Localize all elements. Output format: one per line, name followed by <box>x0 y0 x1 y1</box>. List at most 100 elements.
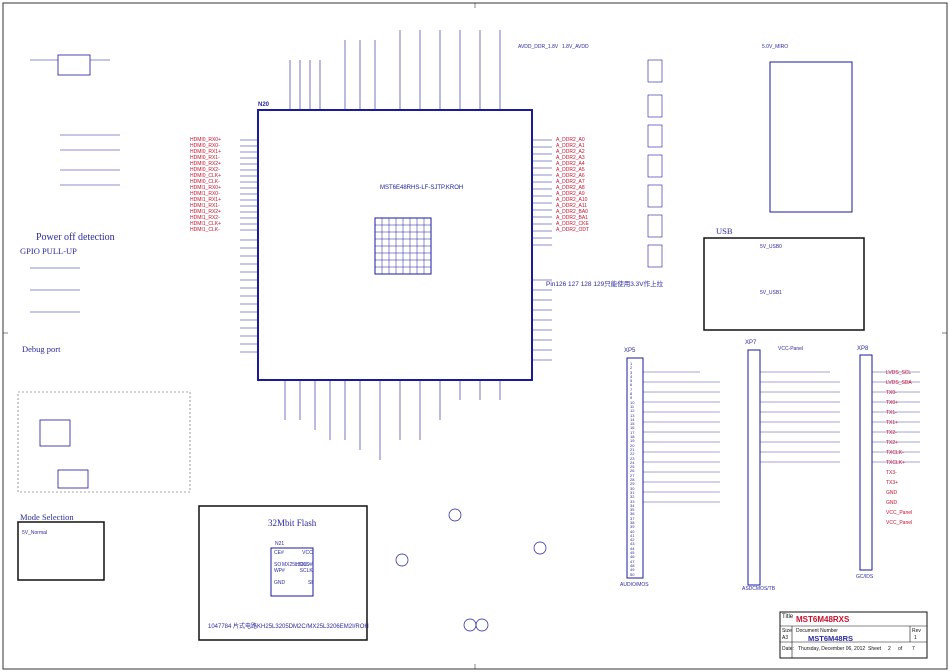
pin-number: 38 <box>630 519 635 525</box>
pin-label: GND <box>274 580 286 586</box>
debug-title: Debug port <box>22 344 61 354</box>
signal-label: A_DDR2_A2 <box>556 149 585 155</box>
ddr-power-label: AVDD_DDR_1.8V <box>518 44 559 50</box>
tb-doc-label: Document Number <box>796 628 838 634</box>
signal-label: HDMI0_RX1- <box>190 155 220 161</box>
signal-label: TX0- <box>886 390 897 396</box>
pin-label: VCC <box>302 550 313 556</box>
signal-label: TX3- <box>886 470 897 476</box>
pin-number: 7 <box>630 386 633 392</box>
signal-label: A_DDR2_A6 <box>556 173 585 179</box>
connector-xp8-label: GC/IDS <box>856 574 874 580</box>
pin-number: 15 <box>630 421 635 427</box>
pin-number: 37 <box>630 515 635 521</box>
signal-label: GND <box>886 500 898 506</box>
pin-number: 48 <box>630 562 635 568</box>
pin-number: 10 <box>630 399 635 405</box>
signal-label: HDMI0_RX1+ <box>190 149 221 155</box>
pin-label: CE# <box>274 550 284 556</box>
signal-label: A_DDR2_BA1 <box>556 215 588 221</box>
signal-label: A_DDR2_A1 <box>556 143 585 149</box>
signal-label: HDMI0_RX0+ <box>190 137 221 143</box>
usb-title: USB <box>716 226 733 236</box>
signal-label: VCC_Panel <box>886 510 913 516</box>
pin-label: HOLD# <box>296 562 313 568</box>
pin-number: 27 <box>630 472 635 478</box>
signal-label: HDMI0_RX0- <box>190 143 220 149</box>
tb-title: MST6M48RXS <box>796 615 850 624</box>
tb-of: 7 <box>912 646 915 652</box>
pin-number: 46 <box>630 554 635 560</box>
signal-label: A_DDR2_A8 <box>556 185 585 191</box>
xp5-pin-numbers: 1 2 3 4 5 6 7 8 9 10 11 12 13 14 15 16 1… <box>630 361 635 577</box>
signal-label: A_DDR2_A11 <box>556 203 588 209</box>
signal-label: GND <box>886 490 898 496</box>
pin-number: 5 <box>630 378 633 384</box>
signal-label: A_DDR2_A5 <box>556 167 585 173</box>
pin-number: 23 <box>630 455 635 461</box>
flash-ic-part: MX25L3205 <box>282 562 309 568</box>
signal-label: A_DDR2_A9 <box>556 191 585 197</box>
signal-label: A_DDR2_A10 <box>556 197 588 203</box>
signal-label: HDMI0_RX2+ <box>190 161 221 167</box>
five-normal-label: 5V_Normal <box>22 530 48 536</box>
signal-label: A_DDR2_A3 <box>556 155 585 161</box>
pin-number: 2 <box>630 365 633 371</box>
pin-label: SCLK <box>299 568 313 574</box>
tb-rev: 1 <box>914 635 917 641</box>
pin-number: 6 <box>630 382 633 388</box>
pin-number: 36 <box>630 511 635 517</box>
signal-label: HDMI1_RX2+ <box>190 209 221 215</box>
connector-xp7: XP7 <box>745 340 757 346</box>
pin-number: 33 <box>630 498 635 504</box>
signal-label: TXCLK+ <box>886 460 906 466</box>
signal-label: HDMI1_RX0- <box>190 191 220 197</box>
power-off-title: Power off detection <box>36 232 115 243</box>
pin-number: 25 <box>630 464 635 470</box>
pin-number: 19 <box>630 438 635 444</box>
mode-title: Mode Selection <box>20 512 74 522</box>
pin-number: 14 <box>630 416 635 422</box>
ddr-power-label: 1.8V_AVDD <box>562 44 589 50</box>
main-ic-ref: N20 <box>258 102 270 108</box>
connector-xp5-label: AUDIO/MOS <box>620 582 649 588</box>
pin-number: 1 <box>630 361 633 366</box>
signal-label: TX2- <box>886 430 897 436</box>
signal-label: TXCLK- <box>886 450 904 456</box>
pin-number: 42 <box>630 537 635 543</box>
pin-number: 13 <box>630 412 635 418</box>
pin-number: 29 <box>630 481 635 487</box>
pin-number: 49 <box>630 567 635 573</box>
pin-number: 9 <box>630 395 633 401</box>
tb-of-label: of <box>898 646 903 652</box>
pin-number: 24 <box>630 459 635 465</box>
hdmi-signal-list: HDMI0_RX0+ HDMI0_RX0- HDMI0_RX1+ HDMI0_R… <box>190 137 221 233</box>
signal-label: TX1+ <box>886 420 899 426</box>
tb-title-label: Title <box>782 614 794 620</box>
pin-number: 34 <box>630 502 635 508</box>
signal-label: HDMI1_RX0+ <box>190 185 221 191</box>
ddr-power-label: 5.0V_MIRO <box>762 44 789 50</box>
signal-label: TX0+ <box>886 400 899 406</box>
pin-number: 4 <box>630 373 633 379</box>
signal-label: VCC_Panel <box>886 520 913 526</box>
pin-number: 39 <box>630 524 635 530</box>
pin-number: 41 <box>630 532 635 538</box>
signal-label: TX1- <box>886 410 897 416</box>
signal-label: HDMI1_RX2- <box>190 215 220 221</box>
signal-label: A_DDR2_ODT <box>556 227 590 233</box>
xp8-signal-list: LVDS_SCL LVDS_SDA TX0- TX0+ TX1- TX1+ TX… <box>886 368 912 528</box>
tb-date-label: Date: <box>782 646 794 652</box>
signal-label: A_DDR2_A7 <box>556 179 585 185</box>
signal-label: HDMI0_CLK- <box>190 179 220 185</box>
flash-note: 1047784 片式电路KH25L3205DM2C/MX25L3206EM2I/… <box>208 624 369 630</box>
vcc-panel-label: VCC-Panel <box>778 346 804 352</box>
tb-doc-number: MST6M48RS <box>808 634 854 643</box>
connector-xp7-label: ASDCMOS/TB <box>742 586 776 592</box>
pin-number: 17 <box>630 429 635 435</box>
connector-xp8: XP8 <box>857 346 869 352</box>
pin-label: WP# <box>274 568 285 574</box>
signal-label: A_DDR2_CKE <box>556 221 589 227</box>
signal-label: LVDS_SCL <box>886 370 912 376</box>
